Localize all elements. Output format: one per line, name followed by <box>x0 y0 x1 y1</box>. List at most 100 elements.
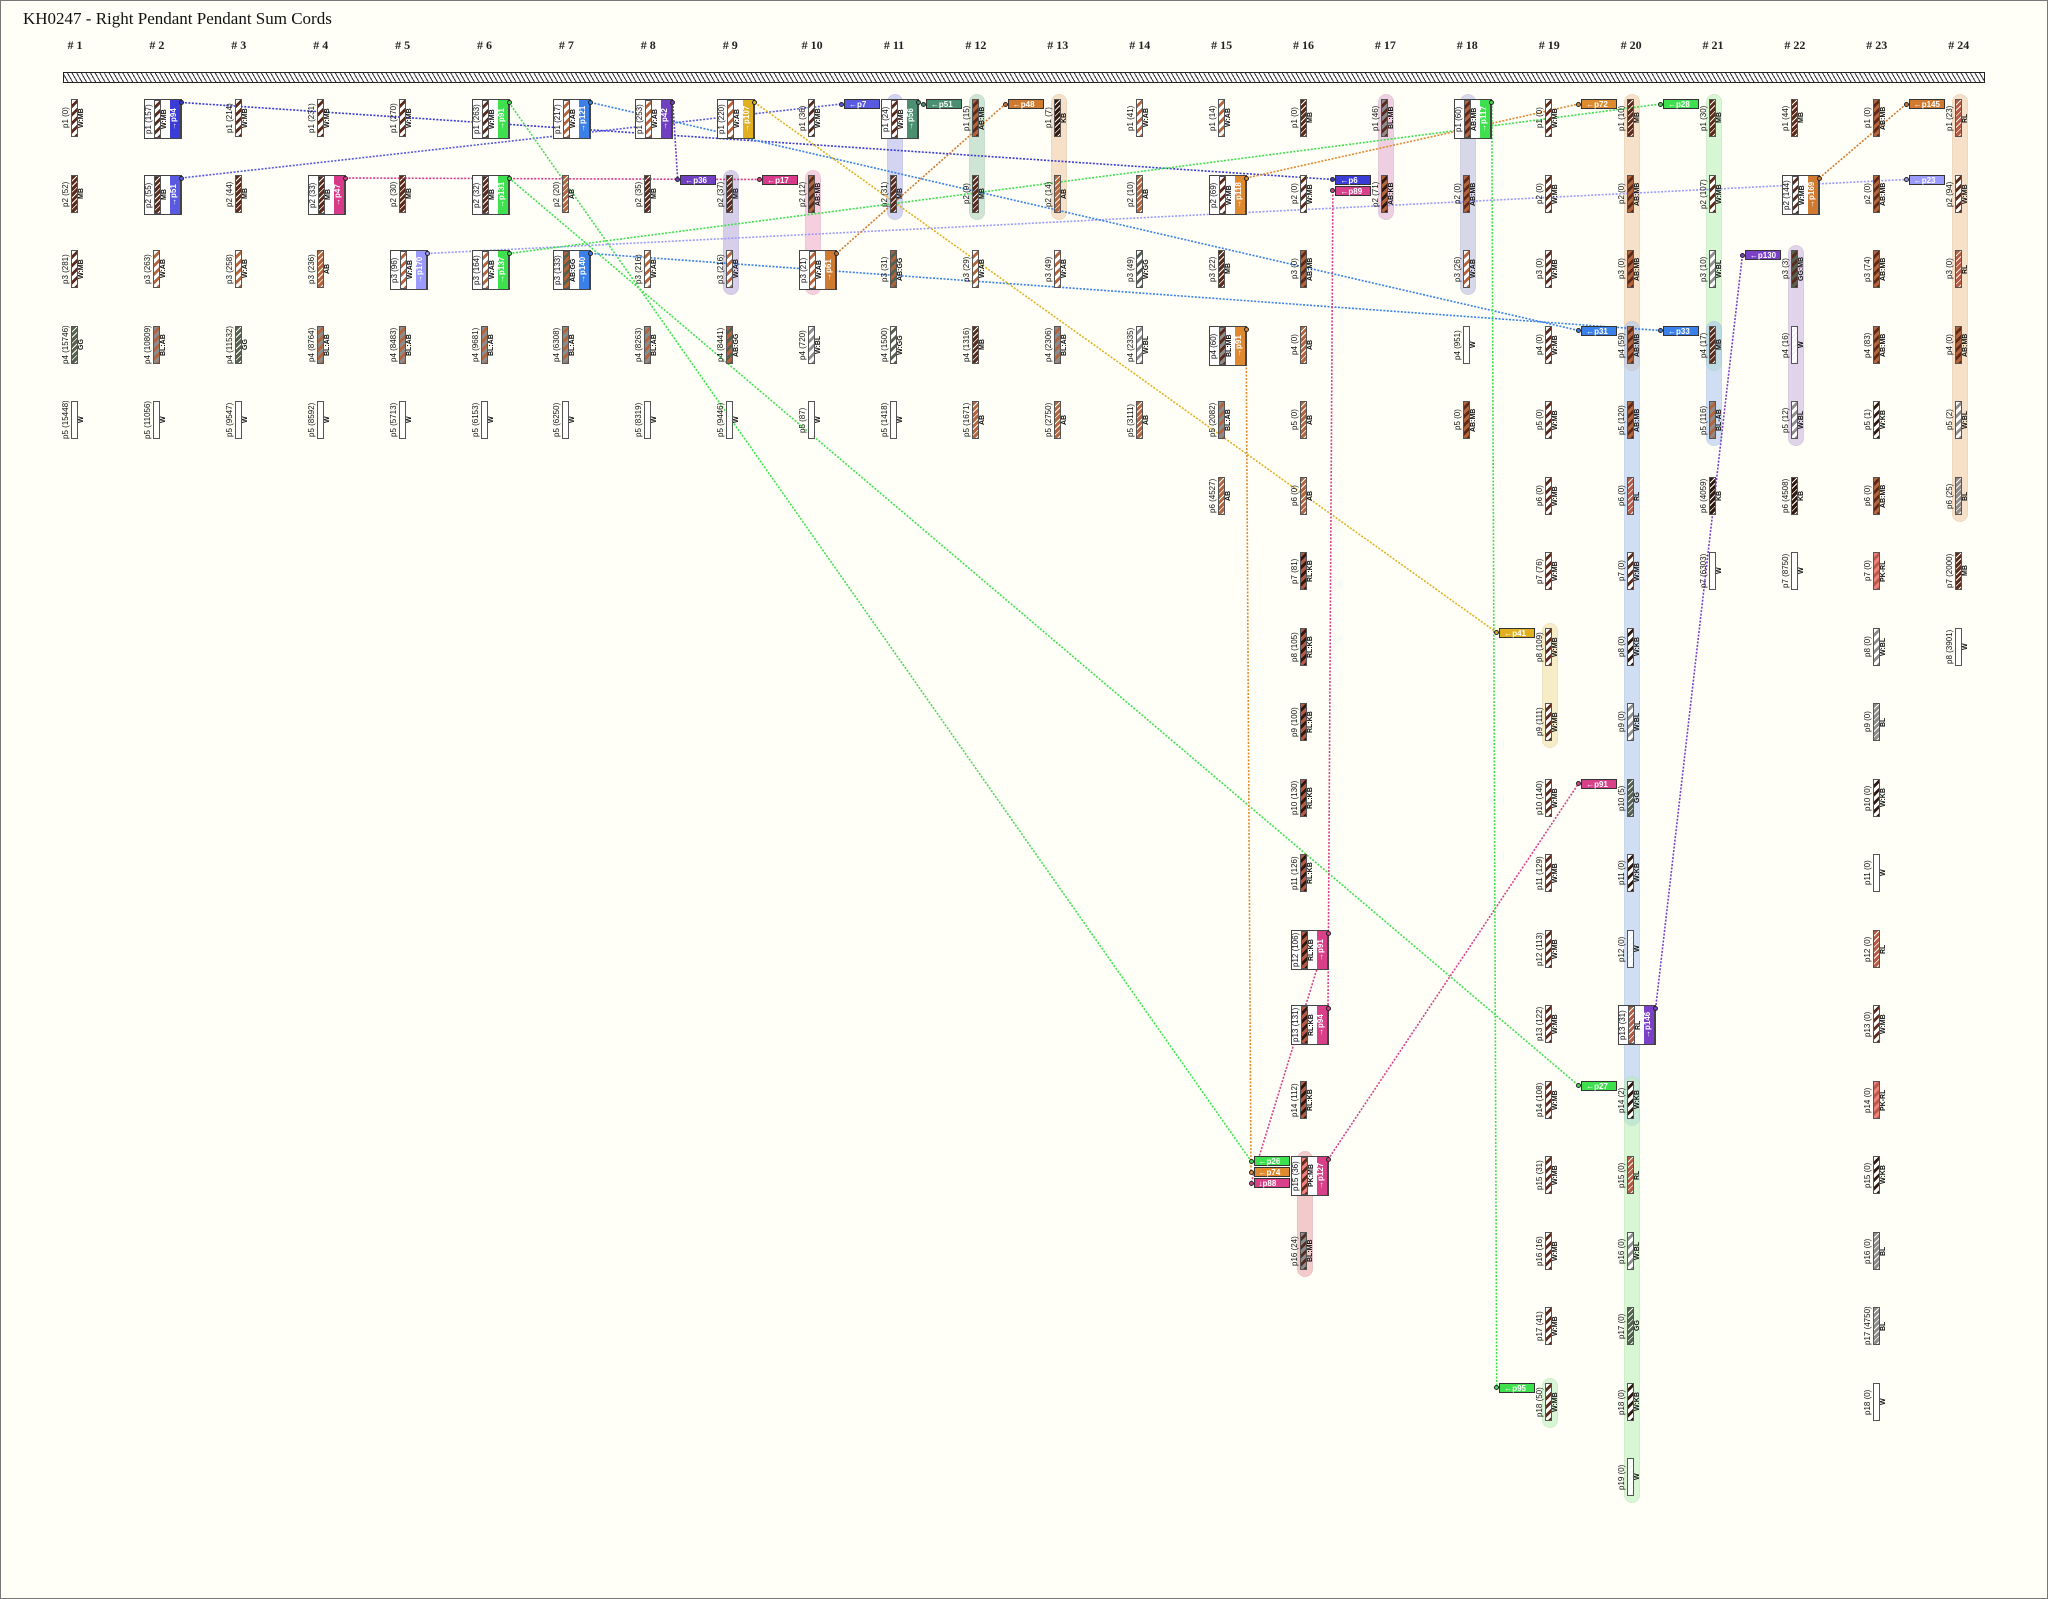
pendant-cord[interactable]: p3 (26)W:AB <box>1454 250 1479 288</box>
pendant-cord[interactable]: p16 (0)BL <box>1864 1231 1889 1270</box>
pendant-cord[interactable]: p5 (6153)W <box>472 401 497 439</box>
pendant-cord[interactable]: p4 (17)MB <box>1700 325 1725 364</box>
sum-source-tag[interactable]: ←p74 <box>1253 1167 1290 1177</box>
pendant-cord[interactable]: p13 (131)RL:KB→p94 <box>1290 1005 1329 1045</box>
pendant-cord[interactable]: p12 (113)W:MB <box>1536 929 1561 968</box>
pendant-cord[interactable]: p4 (11532)GG <box>226 325 251 364</box>
pendant-cord[interactable]: p17 (41)W:MB <box>1536 1307 1561 1345</box>
pendant-cord[interactable]: p3 (74)AB:MB <box>1864 250 1889 288</box>
pendant-cord[interactable]: p1 (270)W:MB <box>390 99 415 137</box>
pendant-cord[interactable]: p4 (2335)W:BL <box>1127 325 1152 364</box>
pendant-cord[interactable]: p1 (23)RL <box>1946 99 1971 137</box>
pendant-cord[interactable]: p1 (15)AB:MB <box>963 99 988 137</box>
pendant-cord[interactable]: p7 (8750)W <box>1782 552 1807 590</box>
pendant-cord[interactable]: p1 (46)BL:MB <box>1372 99 1397 137</box>
pendant-cord[interactable]: p1 (36)W:MB <box>799 99 824 137</box>
sum-target-label[interactable]: →p140 <box>579 251 591 289</box>
pendant-cord[interactable]: p4 (1316)MB <box>963 325 988 364</box>
pendant-cord[interactable]: p1 (24)W:MB→p56 <box>881 99 919 139</box>
pendant-cord[interactable]: p4 (9681)BL:AB <box>472 325 497 364</box>
pendant-cord[interactable]: p5 (11056)W <box>144 401 169 439</box>
pendant-cord[interactable]: p5 (120)AB:MB <box>1618 401 1643 439</box>
pendant-cord[interactable]: p18 (0)W:KB <box>1618 1382 1643 1421</box>
pendant-cord[interactable]: p7 (6303)W <box>1700 552 1725 590</box>
sum-target-label[interactable]: →p94 <box>1316 1006 1328 1044</box>
pendant-cord[interactable]: p1 (7)KB <box>1045 99 1070 137</box>
pendant-cord[interactable]: p3 (96)W:AB→p170 <box>389 250 428 290</box>
pendant-cord[interactable]: p1 (231)W:MB <box>308 99 333 137</box>
pendant-cord[interactable]: p1 (0)W:MB <box>1536 99 1561 137</box>
pendant-cord[interactable]: p3 (263)W:AB <box>144 250 169 288</box>
pendant-cord[interactable]: p5 (0)AB:MB <box>1454 401 1479 439</box>
sum-target-label[interactable]: →p91 <box>497 100 509 138</box>
pendant-cord[interactable]: p10 (0)W:KB <box>1864 778 1889 817</box>
pendant-cord[interactable]: p14 (0)PK-RL <box>1864 1080 1889 1119</box>
pendant-cord[interactable]: p3 (0)RL <box>1946 250 1971 288</box>
sum-source-tag[interactable]: ←p36 <box>680 174 717 185</box>
pendant-cord[interactable]: p16 (16)W:MB <box>1536 1231 1561 1270</box>
pendant-cord[interactable]: p12 (0)W <box>1618 929 1643 968</box>
sum-source-tag[interactable]: ↓p88 <box>1253 1178 1290 1188</box>
pendant-cord[interactable]: p2 (12)AB:MB <box>799 174 824 213</box>
pendant-cord[interactable]: p2 (0)AB:MB <box>1454 174 1479 213</box>
pendant-cord[interactable]: p16 (24)BL:MB <box>1291 1231 1316 1270</box>
sum-target-label[interactable]: →p107 <box>743 100 755 138</box>
sum-target-label[interactable]: →p137 <box>497 251 509 289</box>
pendant-cord[interactable]: p1 (253)W:AB→p42 <box>635 99 674 139</box>
pendant-cord[interactable]: p3 (133)AB:GG→p140 <box>553 250 592 290</box>
pendant-cord[interactable]: p2 (10)AB <box>1127 174 1152 213</box>
pendant-cord[interactable]: p3 (49)W:GG <box>1127 250 1152 288</box>
pendant-cord[interactable]: p4 (951)W <box>1454 325 1479 364</box>
pendant-cord[interactable]: p5 (1418)W <box>881 401 906 439</box>
pendant-cord[interactable]: p1 (214)W:MB <box>226 99 251 137</box>
pendant-cord[interactable]: p14 (112)RL:KB <box>1291 1080 1316 1119</box>
sum-source-tag[interactable]: ←p7 <box>844 99 880 109</box>
pendant-cord[interactable]: p2 (30)MB <box>390 174 415 213</box>
pendant-cord[interactable]: p1 (217)W:AB→p121 <box>553 99 592 139</box>
pendant-cord[interactable]: p4 (0)W:MB <box>1536 325 1561 364</box>
sum-source-tag[interactable]: ←p33 <box>1663 325 1699 336</box>
pendant-cord[interactable]: p4 (2306)BL:AB <box>1045 325 1070 364</box>
pendant-cord[interactable]: p5 (8319)W <box>635 401 660 439</box>
pendant-cord[interactable]: p10 (140)W:MB <box>1536 778 1561 817</box>
pendant-cord[interactable]: p6 (25)BL <box>1946 476 1971 515</box>
pendant-cord[interactable]: p4 (8764)BL:AB <box>308 325 333 364</box>
pendant-cord[interactable]: p2 (94)W:MB <box>1946 174 1971 213</box>
pendant-cord[interactable]: p3 (0)W:MB <box>1536 250 1561 288</box>
sum-source-tag[interactable]: ←p26 <box>1253 1156 1290 1166</box>
sum-target-label[interactable]: →p61 <box>825 251 837 289</box>
sum-source-tag[interactable]: ←p51 <box>925 99 962 109</box>
pendant-cord[interactable]: p4 (15746)GG <box>62 325 87 364</box>
pendant-cord[interactable]: p10 (130)RL:KB <box>1291 778 1316 817</box>
pendant-cord[interactable]: p1 (263)W:MB→p91 <box>471 99 510 139</box>
pendant-cord[interactable]: p5 (9446)W <box>717 401 742 439</box>
pendant-cord[interactable]: p5 (0)W:MB <box>1536 401 1561 439</box>
pendant-cord[interactable]: p4 (59)AB:MB <box>1618 325 1643 364</box>
pendant-cord[interactable]: p3 (216)W:AB <box>717 250 742 288</box>
sum-source-tag[interactable]: ←p95 <box>1499 1382 1536 1393</box>
pendant-cord[interactable]: p3 (0)AB:MB <box>1618 250 1643 288</box>
pendant-cord[interactable]: p8 (0)W:KB <box>1618 627 1643 666</box>
pendant-cord[interactable]: p10 (5)GG <box>1618 778 1643 817</box>
pendant-cord[interactable]: p6 (0)W:MB <box>1536 476 1561 515</box>
pendant-cord[interactable]: p6 (0)RL <box>1618 476 1643 515</box>
pendant-cord[interactable]: p4 (60)BL:MB→p91 <box>1208 325 1247 366</box>
pendant-cord[interactable]: p3 (49)W:AB <box>1045 250 1070 288</box>
pendant-cord[interactable]: p3 (3)GG:MB <box>1782 250 1807 288</box>
pendant-cord[interactable]: p2 (44)MB <box>226 174 251 213</box>
pendant-cord[interactable]: p11 (0)W:KB <box>1618 854 1643 892</box>
pendant-cord[interactable]: p8 (105)RL:KB <box>1291 627 1316 666</box>
pendant-cord[interactable]: p5 (6250)W <box>553 401 578 439</box>
pendant-cord[interactable]: p1 (60)AB:MB→p117 <box>1454 99 1493 139</box>
pendant-cord[interactable]: p8 (0)W:BL <box>1864 627 1889 666</box>
pendant-cord[interactable]: p13 (31)RL→p146 <box>1618 1005 1657 1045</box>
pendant-cord[interactable]: p1 (44)MB <box>1782 99 1807 137</box>
sum-source-tag[interactable]: ←p48 <box>1007 99 1044 109</box>
pendant-cord[interactable]: p2 (107)W:MB <box>1700 174 1725 213</box>
pendant-cord[interactable]: p8 (109)W:MB <box>1536 627 1561 666</box>
pendant-cord[interactable]: p8 (3901)W <box>1946 627 1971 666</box>
pendant-cord[interactable]: p6 (4508)KB <box>1782 476 1807 515</box>
pendant-cord[interactable]: p5 (1671)AB <box>963 401 988 439</box>
sum-target-label[interactable]: →p169 <box>1807 175 1819 214</box>
sum-source-tag[interactable]: ←p17 <box>762 174 799 185</box>
